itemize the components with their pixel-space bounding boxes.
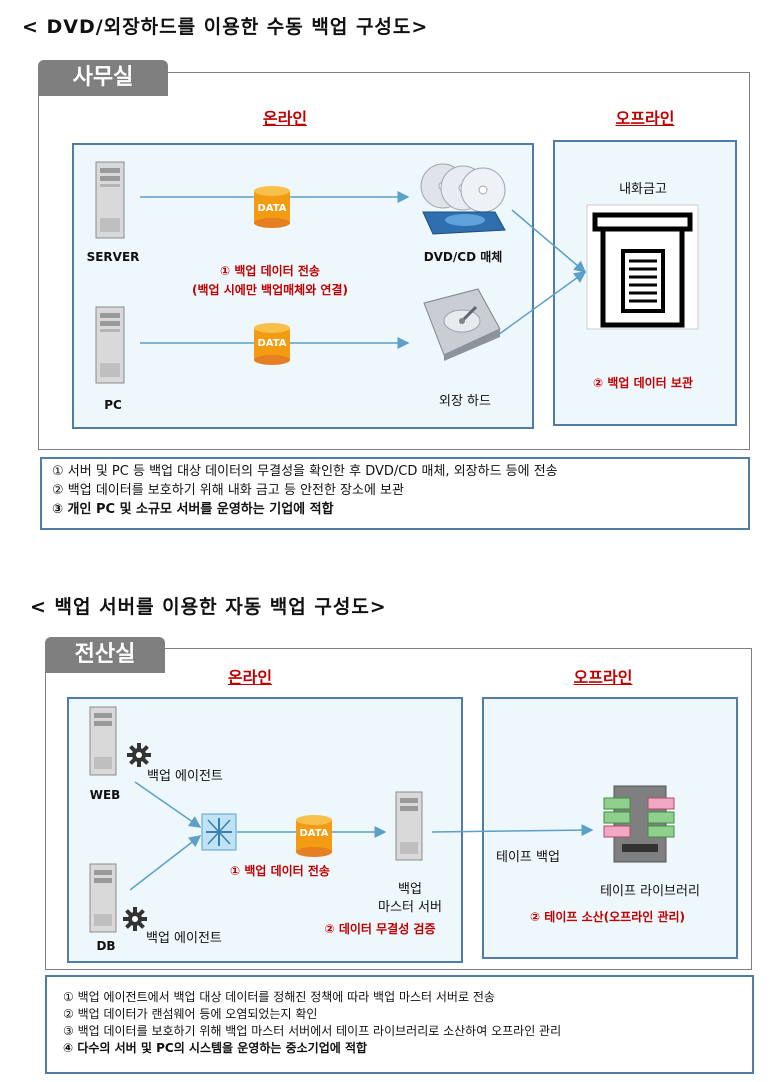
note-item: ① 백업 에이전트에서 백업 대상 데이터를 정해진 정책에 따라 백업 마스터… xyxy=(63,990,495,1004)
pc-label: PC xyxy=(104,398,122,412)
transfer-label-3: ① 백업 데이터 전송 xyxy=(230,864,330,878)
transfer-label-1: ① 백업 데이터 전송 xyxy=(220,264,320,278)
server-icon xyxy=(95,161,125,239)
web-server-icon xyxy=(89,706,117,776)
hard-drive-icon xyxy=(423,288,501,361)
note-item: ② 백업 데이터를 보호하기 위해 내화 금고 등 안전한 장소에 보관 xyxy=(52,483,404,498)
gear-icon xyxy=(127,743,151,767)
diagram2-notes-box: ① 백업 에이전트에서 백업 대상 데이터를 정해진 정책에 따라 백업 마스터… xyxy=(45,975,754,1074)
dvd-label: DVD/CD 매체 xyxy=(423,250,503,264)
integrity-label: ② 데이터 무결성 검증 xyxy=(324,922,436,936)
agent-label-2: 백업 에이전트 xyxy=(146,931,222,946)
gear-icon xyxy=(123,907,147,931)
offline-heading: 오프라인 xyxy=(615,109,675,128)
master-server-icon xyxy=(395,791,423,861)
db-server-icon xyxy=(89,863,117,933)
dvd-icon xyxy=(420,163,506,235)
note-item: ④ 다수의 서버 및 PC의 시스템을 운영하는 중소기업에 적합 xyxy=(63,1041,368,1055)
transfer-label-2: (백업 시에만 백업매체와 연결) xyxy=(192,283,348,297)
note-item: ① 서버 및 PC 등 백업 대상 데이터의 무결성을 확인한 후 DVD/CD… xyxy=(52,464,558,479)
master-label-1: 백업 xyxy=(398,882,422,897)
data-cylinder-icon xyxy=(254,186,290,228)
data-label-3: DATA xyxy=(299,828,329,839)
note-item: ③ 개인 PC 및 소규모 서버를 운영하는 기업에 적합 xyxy=(52,502,334,517)
keep-label: ② 백업 데이터 보관 xyxy=(593,376,693,390)
hdd-label: 외장 하드 xyxy=(439,394,491,409)
note-item: ③ 백업 데이터를 보호하기 위해 백업 마스터 서버에서 테이프 라이브러리로… xyxy=(63,1024,562,1038)
office-tag: 사무실 xyxy=(38,60,168,96)
online-heading: 온라인 xyxy=(262,109,308,128)
tape-backup-label: 테이프 백업 xyxy=(496,850,560,865)
master-label-2: 마스터 서버 xyxy=(378,900,442,915)
note-item: ② 백업 데이터가 랜섬웨어 등에 오염되었는지 확인 xyxy=(63,1007,318,1021)
online-heading-2: 온라인 xyxy=(227,668,273,687)
server-label: SERVER xyxy=(86,250,140,264)
data-label-1: DATA xyxy=(257,203,287,214)
network-switch-icon xyxy=(201,813,237,851)
web-label: WEB xyxy=(89,788,121,802)
diagram1-notes-box: ① 서버 및 PC 등 백업 대상 데이터의 무결성을 확인한 후 DVD/CD… xyxy=(40,457,750,530)
tape-library-icon xyxy=(603,785,675,863)
tape-library-label: 테이프 라이브러리 xyxy=(600,884,700,899)
safe-label: 내화금고 xyxy=(619,182,667,197)
tape-offline-label: ② 테이프 소산(오프라인 관리) xyxy=(529,910,686,924)
data-cylinder-icon xyxy=(296,815,332,857)
agent-label-1: 백업 에이전트 xyxy=(147,769,223,784)
data-cylinder-icon xyxy=(254,323,290,365)
pc-icon xyxy=(95,306,125,384)
data-label-2: DATA xyxy=(257,338,287,349)
fireproof-safe-icon xyxy=(586,204,699,330)
diagram1-title: < DVD/외장하드를 이용한 수동 백업 구성도> xyxy=(22,16,429,38)
db-label: DB xyxy=(96,939,116,953)
diagram2-title: < 백업 서버를 이용한 자동 백업 구성도> xyxy=(30,596,387,618)
offline-heading-2: 오프라인 xyxy=(573,668,633,687)
datacenter-tag: 전산실 xyxy=(45,637,165,673)
